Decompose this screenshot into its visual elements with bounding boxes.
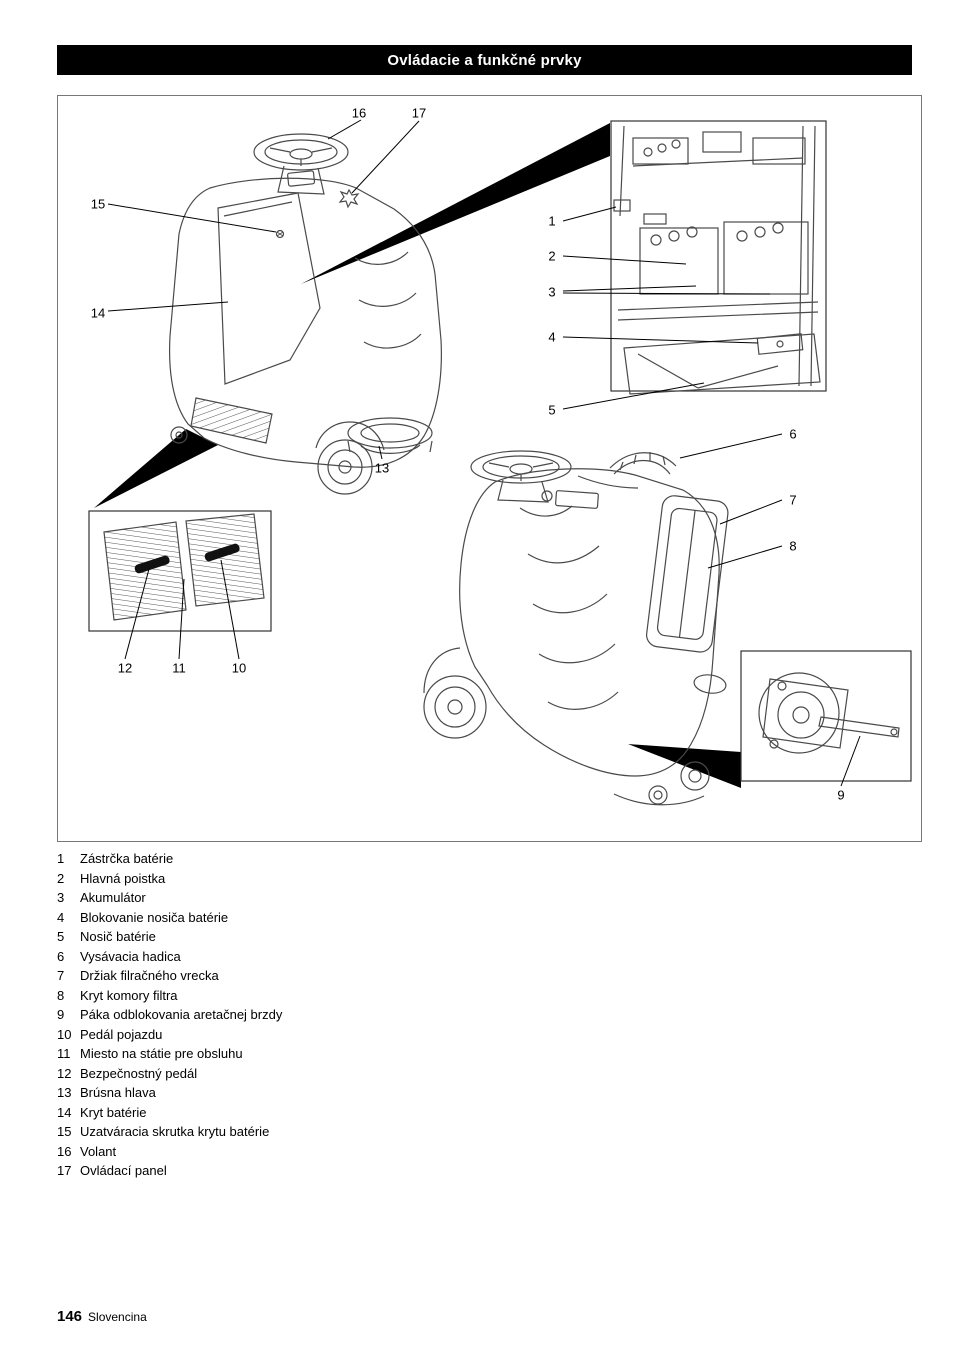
callout-leader-lines xyxy=(107,119,861,787)
legend-item-label: Páka odblokovania aretačnej brzdy xyxy=(80,1007,283,1022)
language-label: Slovencina xyxy=(88,1310,147,1324)
legend-item-number: 10 xyxy=(57,1026,72,1042)
legend-item-label: Kryt batérie xyxy=(80,1104,147,1120)
legend-item-number: 14 xyxy=(57,1104,72,1120)
legend-item-label: Ovládací panel xyxy=(80,1163,167,1178)
machine-rear-view xyxy=(169,133,442,495)
callout-6: 6 xyxy=(789,426,797,442)
legend-item: 3 Akumulátor xyxy=(57,888,757,908)
callout-4: 4 xyxy=(548,329,556,345)
legend-item-label: Volant xyxy=(80,1143,117,1159)
legend-item: 1 Zástrčka batérie xyxy=(57,849,757,869)
legend-item-number: 4 xyxy=(57,909,65,925)
legend-item: 8 Kryt komory filtra xyxy=(57,986,757,1006)
legend-item: 13 Brúsna hlava xyxy=(57,1083,757,1103)
legend-item-number: 12 xyxy=(57,1065,72,1081)
legend-item: 16 Volant xyxy=(57,1142,757,1162)
legend-item-label: Hlavná poistka xyxy=(80,870,166,886)
header-bar: Ovládacie a funkčné prvky xyxy=(57,45,912,75)
page-number: 146 xyxy=(57,1308,83,1325)
callout-8: 8 xyxy=(789,538,797,554)
brake-lever-detail-inset xyxy=(740,650,912,782)
legend-item-label: Držiak filračného vrecka xyxy=(80,968,219,983)
legend-item-number: 3 xyxy=(57,890,65,905)
callout-14: 14 xyxy=(90,305,106,321)
battery-detail-inset xyxy=(610,120,827,395)
machine-illustration xyxy=(88,119,912,806)
legend-item-number: 7 xyxy=(57,968,65,983)
legend-item: 15 Uzatváracia skrutka krytu batérie xyxy=(57,1122,757,1142)
legend-item-number: 8 xyxy=(57,987,65,1003)
legend-item-label: Miesto na státie pre obsluhu xyxy=(80,1046,243,1061)
legend-item-number: 11 xyxy=(57,1046,71,1061)
callout-1: 1 xyxy=(548,213,556,229)
legend-item-label: Kryt komory filtra xyxy=(80,987,178,1003)
legend-item-label: Bezpečnostný pedál xyxy=(80,1065,198,1081)
callout-13: 13 xyxy=(374,460,390,476)
callout-12: 12 xyxy=(117,660,133,676)
callout-2: 2 xyxy=(548,248,556,264)
figure-box: 16 17 15 14 13 1 2 3 4 5 6 7 8 9 12 11 1… xyxy=(57,95,922,842)
legend-item: 11 Miesto na státie pre obsluhu xyxy=(57,1044,757,1064)
legend-item: 14 Kryt batérie xyxy=(57,1103,757,1123)
legend-item-number: 5 xyxy=(57,929,65,944)
legend-item-label: Vysávacia hadica xyxy=(80,948,181,964)
legend-item: 7 Držiak filračného vrecka xyxy=(57,966,757,986)
pedals-detail-inset xyxy=(88,510,272,632)
callout-11: 11 xyxy=(172,660,186,676)
callout-3: 3 xyxy=(548,284,556,300)
legend-item-number: 6 xyxy=(57,948,65,964)
legend-item: 5 Nosič batérie xyxy=(57,927,757,947)
legend-item: 9 Páka odblokovania aretačnej brzdy xyxy=(57,1005,757,1025)
legend-item-label: Brúsna hlava xyxy=(80,1085,156,1100)
machine-front-view xyxy=(423,450,729,806)
legend-item-number: 1 xyxy=(57,851,65,866)
callout-5: 5 xyxy=(548,402,556,418)
legend-item: 17 Ovládací panel xyxy=(57,1161,757,1181)
callout-7: 7 xyxy=(789,492,797,508)
legend-item-number: 9 xyxy=(57,1007,65,1022)
legend-item-number: 16 xyxy=(57,1143,72,1159)
legend-item: 2 Hlavná poistka xyxy=(57,869,757,889)
legend-item-number: 13 xyxy=(57,1085,72,1100)
legend-item-label: Pedál pojazdu xyxy=(80,1026,163,1042)
callout-15: 15 xyxy=(90,196,106,212)
legend: 1 Zástrčka batérie 2 Hlavná poistka 3 Akumu… xyxy=(57,849,757,1181)
legend-item-label: Zástrčka batérie xyxy=(80,851,174,866)
legend-item-number: 2 xyxy=(57,870,65,886)
callout-10: 10 xyxy=(231,660,247,676)
page-title: Ovládacie a funkčné prvky xyxy=(387,51,582,69)
legend-item-label: Blokovanie nosiča batérie xyxy=(80,909,229,925)
legend-item-label: Nosič batérie xyxy=(80,929,156,944)
callout-17: 17 xyxy=(411,105,427,121)
legend-item: 4 Blokovanie nosiča batérie xyxy=(57,908,757,928)
legend-item-number: 15 xyxy=(57,1124,72,1139)
legend-item: 10 Pedál pojazdu xyxy=(57,1025,757,1045)
legend-item: 6 Vysávacia hadica xyxy=(57,947,757,967)
legend-item-label: Uzatváracia skrutka krytu batérie xyxy=(80,1124,270,1139)
legend-item-number: 17 xyxy=(57,1163,72,1178)
legend-item: 12 Bezpečnostný pedál xyxy=(57,1064,757,1084)
callout-16: 16 xyxy=(351,105,367,121)
callout-9: 9 xyxy=(837,787,845,803)
footer: 146 Slovencina xyxy=(57,1308,147,1325)
legend-item-label: Akumulátor xyxy=(80,890,146,905)
